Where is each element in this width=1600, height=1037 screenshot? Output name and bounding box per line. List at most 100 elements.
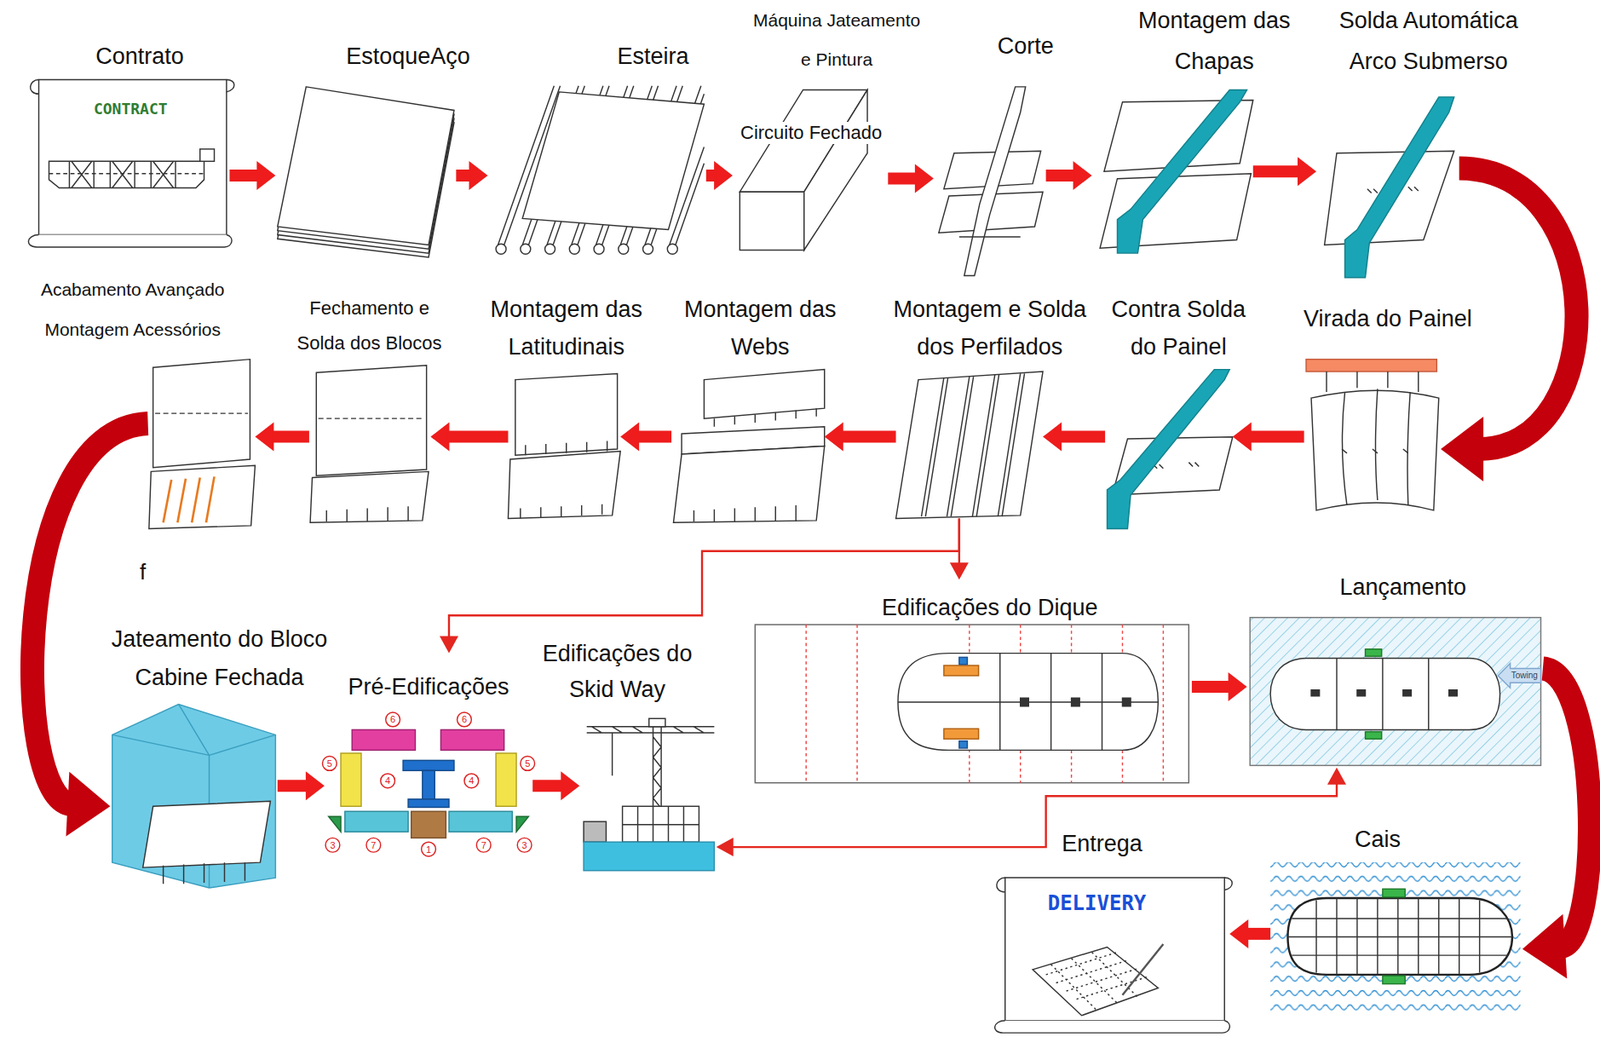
- process-step: Jateamento do Bloco Cabine Fechada: [109, 708, 277, 893]
- roller-conveyor: [569, 243, 580, 254]
- quay-berth: [1270, 862, 1520, 1016]
- dry-dock: [897, 653, 1158, 751]
- dry-dock: [959, 741, 968, 749]
- dry-dock: [754, 624, 1189, 783]
- arrow-head: [620, 422, 639, 452]
- step-label: Fechamento e Solda dos Blocos: [290, 290, 449, 361]
- text-holder: Entrega: [1061, 829, 1143, 858]
- arrow-line: [1191, 680, 1231, 693]
- text-holder: Acabamento Avançado Montagem Acessórios: [36, 269, 229, 350]
- text-holder: 6: [390, 713, 396, 725]
- text-holder: Jateamento do Bloco Cabine Fechada: [102, 620, 337, 697]
- process-step: Montagem das Webs: [671, 369, 825, 524]
- process-step: ContratoCONTRACT: [25, 76, 231, 248]
- flow-arrow: [455, 161, 488, 190]
- block-closing: [326, 506, 409, 522]
- flow-arrow: [706, 161, 733, 190]
- text-holder: Towing: [1511, 670, 1538, 681]
- blasting-tent: [143, 800, 271, 868]
- blasting-tent: [163, 862, 246, 884]
- flow-arrow: [229, 161, 276, 190]
- callout-number: 4: [468, 775, 474, 786]
- step-label: Virada do Painel: [1303, 305, 1473, 333]
- launch-basin: [1365, 649, 1382, 657]
- callout-number: 5: [524, 758, 530, 769]
- transverse-assembly: [507, 373, 621, 518]
- blasting-tent: [112, 703, 277, 888]
- arrow-line: [706, 169, 717, 182]
- launch-basin: [1249, 617, 1541, 766]
- process-step: Fechamento e Solda dos Blocos: [309, 362, 432, 523]
- outfitting-block: [155, 412, 248, 414]
- pre-erection-blocks: [385, 712, 401, 727]
- plate-assembly: [1099, 89, 1254, 254]
- delivery-document: [995, 1020, 1231, 1033]
- pre-erection-blocks: [328, 816, 341, 832]
- arrow-line: [1542, 667, 1590, 946]
- text-holder: Solda Automática Arco Submerso: [1330, 0, 1527, 82]
- arrow-line: [887, 172, 917, 185]
- roller-conveyor: [495, 243, 507, 254]
- arrow-line: [229, 169, 259, 182]
- block-closing: [310, 471, 429, 523]
- launch-basin: [1336, 658, 1429, 731]
- text-holder: Montagem das Chapas: [1124, 0, 1304, 82]
- blasting-machine: [739, 89, 868, 250]
- arrow-line: [731, 782, 1337, 847]
- contract-document: [30, 79, 40, 94]
- step-label: Montagem das Chapas: [1124, 0, 1304, 82]
- flow-arrow: [949, 517, 969, 580]
- step-label: Esteira: [617, 42, 690, 70]
- pre-erection-blocks: [366, 837, 381, 852]
- web-assembly: [693, 505, 796, 522]
- callout-number: 6: [461, 713, 467, 725]
- flow-arrow: [430, 422, 508, 452]
- text-holder: Montagem das Webs: [677, 290, 844, 366]
- quay-berth: [1288, 897, 1513, 975]
- contract-document: [28, 235, 232, 248]
- web-assembly: [673, 445, 824, 523]
- process-step: Lançamento: [1247, 614, 1543, 768]
- arrow-head: [949, 562, 969, 580]
- arrow-head: [1522, 914, 1567, 979]
- roller-conveyor: [593, 243, 605, 254]
- profile-assembly: [921, 373, 1025, 517]
- roller-conveyor: [522, 92, 704, 231]
- flow-arrow: [1229, 919, 1271, 949]
- arrow-head: [1073, 161, 1093, 190]
- panel-turnover: [1311, 390, 1439, 511]
- text-holder: Edificações do Dique: [881, 593, 1099, 622]
- arrow-head: [716, 837, 734, 857]
- dry-dock: [959, 656, 968, 664]
- step-label: Edificações do Skid Way: [532, 635, 703, 708]
- dry-dock: [1020, 697, 1131, 707]
- process-step: Montagem das Chapas: [1092, 86, 1254, 254]
- process-step: Corte: [933, 81, 1047, 278]
- arrow-line: [32, 423, 149, 805]
- pre-erection-blocks: [325, 837, 340, 852]
- text-holder: f: [139, 558, 146, 586]
- text-holder: Contrato: [95, 42, 185, 70]
- pre-erection-blocks: [440, 729, 504, 750]
- roller-conveyor: [618, 243, 629, 254]
- text-holder: Contra Solda do Painel: [1105, 290, 1251, 366]
- contract-document: [69, 161, 176, 188]
- flow-arrow: [1191, 672, 1248, 702]
- arrow-line: [271, 431, 310, 444]
- process-step: Montagem das Latitudinais: [507, 372, 621, 518]
- process-step: EntregaDELIVERY: [995, 872, 1230, 1033]
- delivery-document: [995, 877, 1233, 1033]
- document-title: CONTRACT: [93, 99, 168, 119]
- note-text: Circuito Fechado: [737, 121, 885, 144]
- panel-turnover: [1306, 359, 1437, 372]
- dry-dock: [754, 624, 1189, 783]
- block-closing: [310, 365, 429, 523]
- process-step: Montagem e Solda dos Perfilados: [896, 369, 1043, 519]
- pre-erection-blocks: [457, 712, 472, 727]
- arrow-head: [256, 161, 276, 190]
- launch-basin: [1497, 663, 1541, 689]
- flow-arrow: [277, 771, 325, 800]
- arrow-head: [1042, 422, 1062, 452]
- transverse-assembly: [507, 450, 621, 518]
